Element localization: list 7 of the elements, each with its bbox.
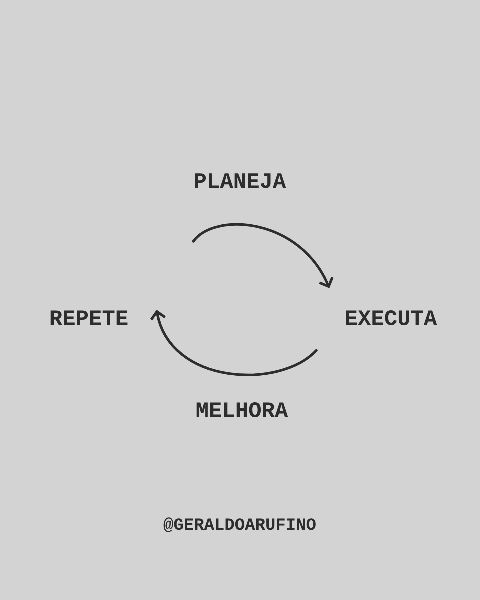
step-label: EXECUTA [346,310,438,326]
step-label: MELHORA [196,402,288,418]
step-label: REPETE [50,310,128,326]
handle-text: @GERALDOARUFINO [164,518,316,532]
curved-arrow [192,224,334,288]
curved-arrow [150,310,318,376]
step-label: PLANEJA [195,174,286,188]
